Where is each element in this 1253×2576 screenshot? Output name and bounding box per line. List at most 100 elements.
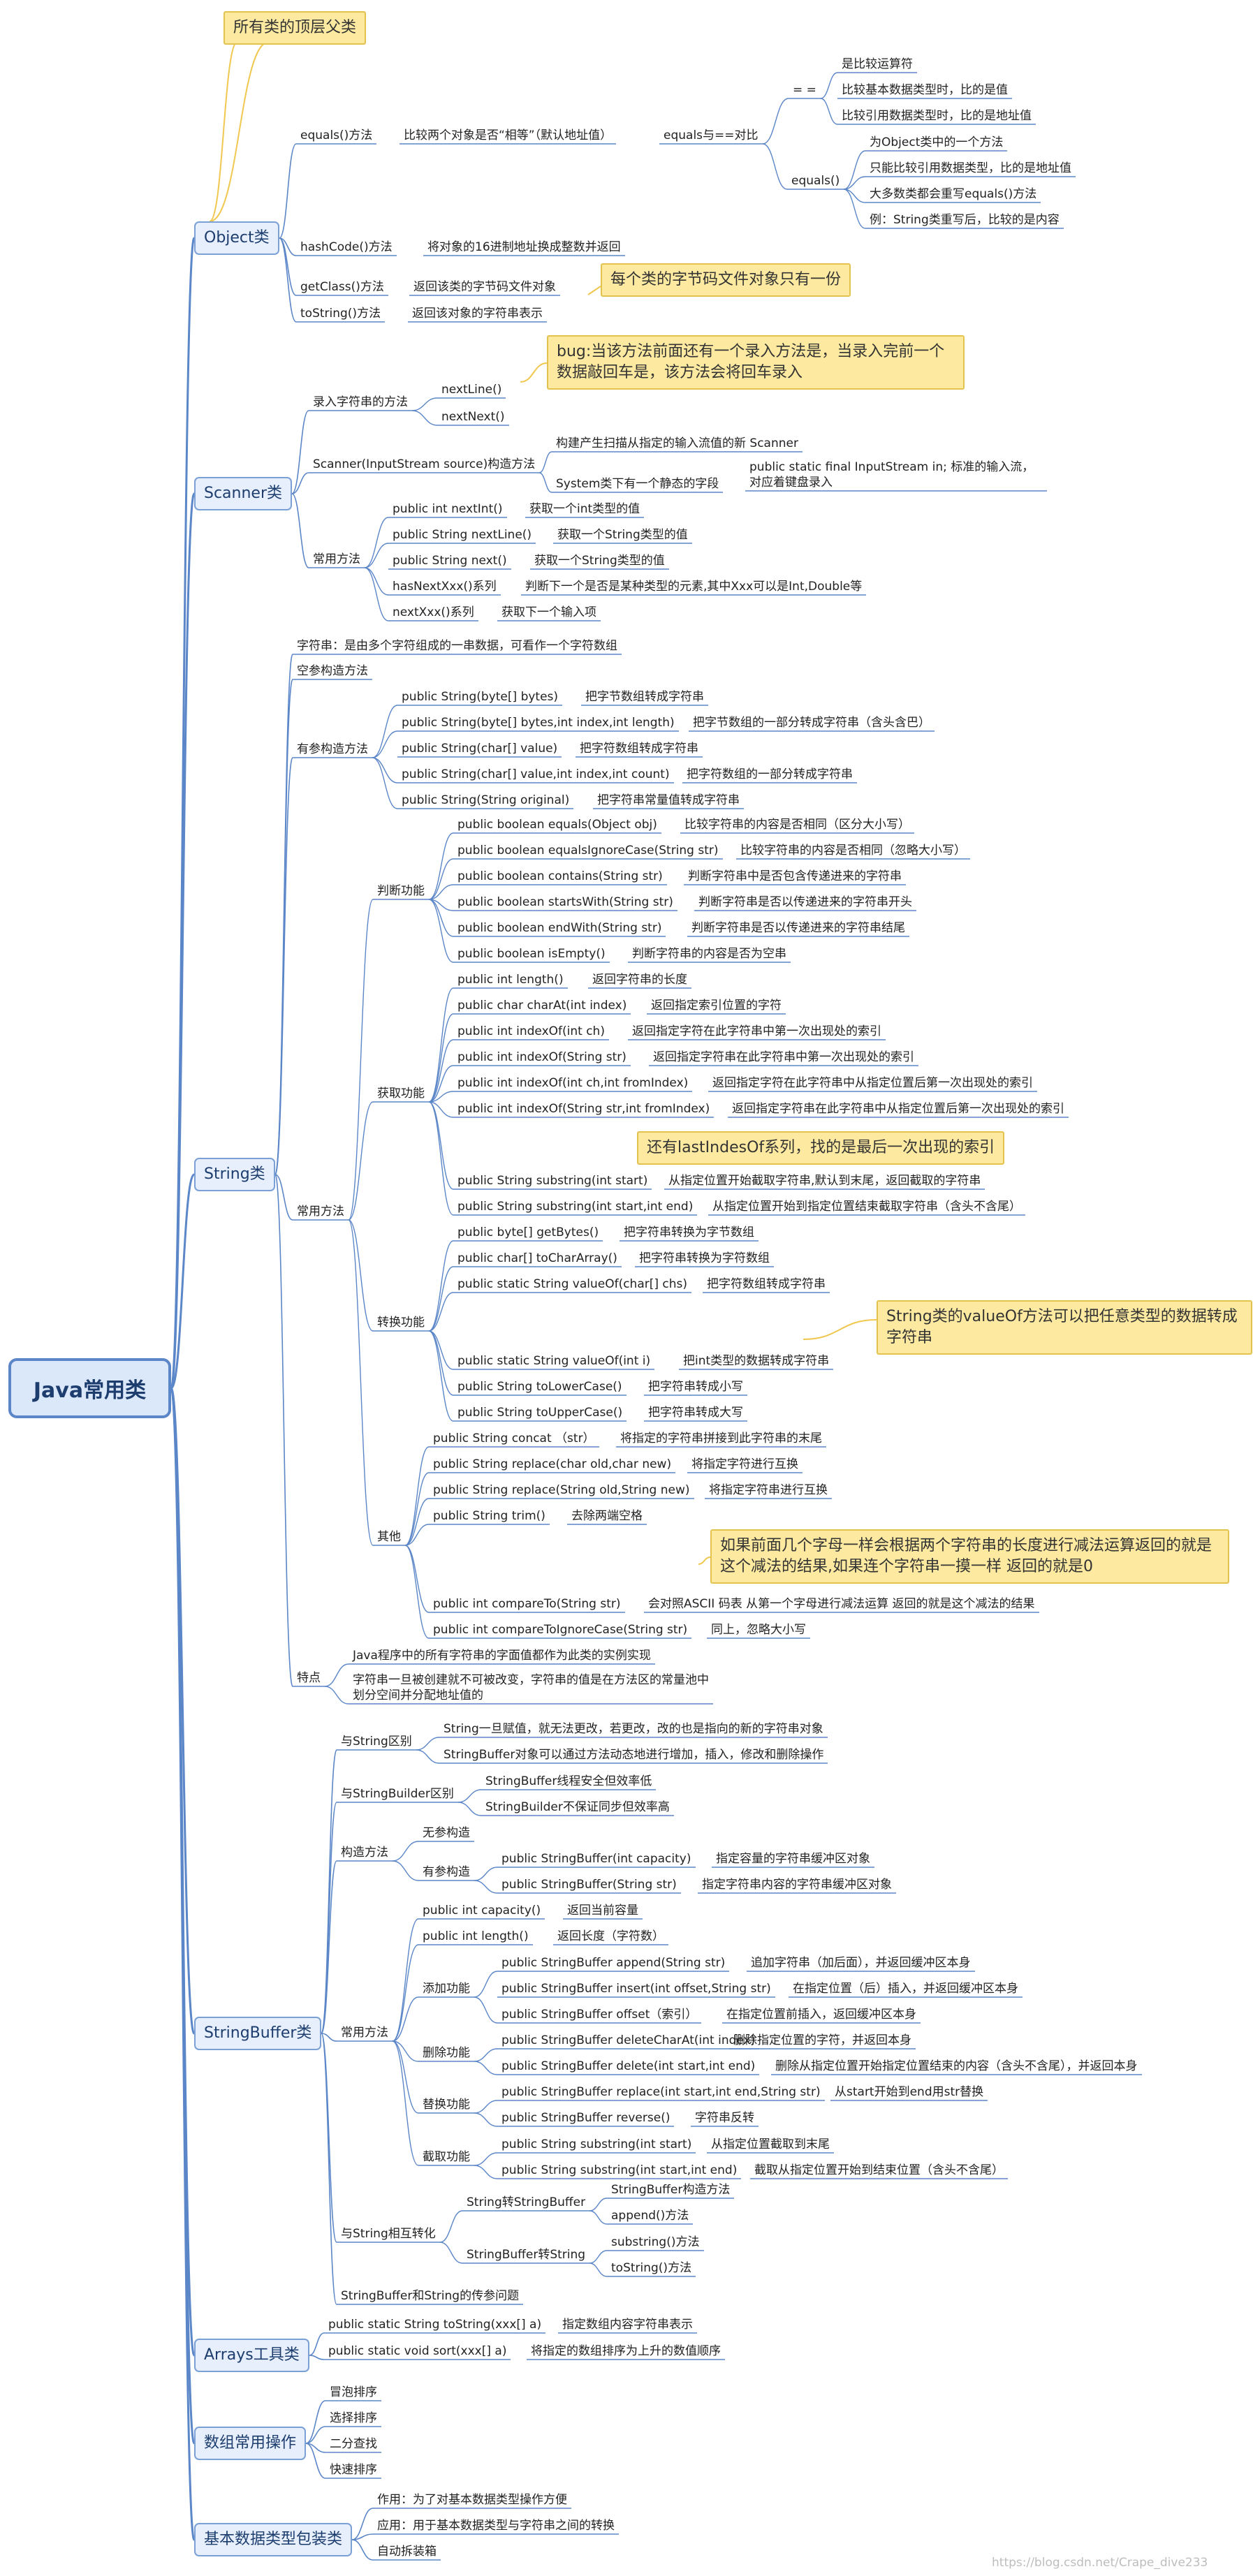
connector bbox=[698, 1556, 711, 1565]
object-equals-desc: 比较两个对象是否“相等”（默认地址值） bbox=[404, 128, 613, 142]
string-ctor: public String(byte[] bytes) bbox=[402, 690, 559, 704]
connector bbox=[428, 1240, 454, 1332]
scanner-input-item: nextNext() bbox=[441, 410, 505, 424]
sb-ctor-desc: 指定字符串内容的字符串缓冲区对象 bbox=[702, 1878, 892, 1892]
connector bbox=[474, 1880, 498, 1894]
string-judge-desc: 判断字符串是否以传递进来的字符串开头 bbox=[698, 895, 912, 909]
string-ctor: public String(char[] value) bbox=[402, 742, 558, 756]
string-convert-method: public static String valueOf(char[] chs) bbox=[457, 1277, 688, 1291]
string-other-desc: 会对照ASCII 码表 从第一个字母进行减法运算 返回的就是这个减法的结果 bbox=[648, 1597, 1035, 1611]
string-other-label: 其他 bbox=[377, 1530, 401, 1544]
connector bbox=[309, 2332, 325, 2356]
scanner-method: public String next() bbox=[393, 554, 507, 568]
string-ctor: public String(String original) bbox=[402, 793, 570, 807]
connector bbox=[392, 1841, 419, 1862]
stringbuffer-class-node[interactable]: StringBuffer类 bbox=[194, 2017, 322, 2050]
object-eqeq-item: 比较基本数据类型时，比的是值 bbox=[842, 83, 1008, 97]
sb-rep-desc: 字符串反转 bbox=[695, 2111, 754, 2125]
object-equals-method-item: 例：String类重写后，比较的是内容 bbox=[870, 213, 1060, 227]
connector bbox=[762, 98, 789, 145]
sb-common-label: 常用方法 bbox=[341, 2026, 388, 2040]
connector bbox=[428, 1101, 454, 1118]
connector bbox=[279, 143, 297, 239]
string-convert-desc: 把int类型的数据转成字符串 bbox=[683, 1354, 830, 1368]
sb-add-desc: 在指定位置（后）插入，并返回缓冲区本身 bbox=[793, 1982, 1018, 1996]
string-class-node[interactable]: String类 bbox=[194, 1158, 275, 1191]
string-convert-method: public static String valueOf(int i) bbox=[457, 1354, 651, 1368]
connector bbox=[364, 517, 389, 568]
string-get-label: 获取功能 bbox=[377, 1087, 425, 1101]
scanner-class-node[interactable]: Scanner类 bbox=[194, 477, 293, 510]
connector bbox=[474, 2112, 498, 2127]
wrapper-item: 作用：为了对基本数据类型操作方便 bbox=[377, 2493, 567, 2507]
connector bbox=[364, 543, 389, 568]
string-convert-label: 转换功能 bbox=[377, 1316, 425, 1330]
sb-del-method: public StringBuffer delete(int start,int… bbox=[501, 2059, 756, 2073]
connector bbox=[321, 2033, 337, 2305]
object-equals-method-item: 大多数类都会重写equals()方法 bbox=[870, 187, 1037, 201]
string-judge-method: public boolean equals(Object obj) bbox=[457, 818, 657, 832]
string-ctor-desc: 把字符串常量值转成字符串 bbox=[597, 793, 740, 807]
object-class-node[interactable]: Object类 bbox=[194, 221, 279, 255]
wrapper-class-node[interactable]: 基本数据类型包装类 bbox=[194, 2523, 353, 2556]
scanner-ctor-label: Scanner(InputStream source)构造方法 bbox=[313, 457, 536, 471]
string-ctor-desc: 把字符数组的一部分转成字符串 bbox=[687, 767, 853, 781]
sb-vs-builder-item: StringBuilder不保证同步但效率高 bbox=[485, 1800, 670, 1814]
connector bbox=[520, 362, 548, 383]
connector bbox=[589, 2262, 608, 2277]
sb-sub-method: public String substring(int start) bbox=[501, 2137, 692, 2151]
connector bbox=[474, 1971, 498, 1998]
sb-conv-label: 与String相互转化 bbox=[341, 2227, 436, 2241]
connector bbox=[428, 987, 454, 1103]
string-judge-desc: 比较字符串的内容是否相同（区分大小写） bbox=[684, 818, 910, 832]
string-other-method: public String replace(String old,String … bbox=[433, 1483, 690, 1497]
connector bbox=[305, 2400, 326, 2444]
sb-vs-string-item: StringBuffer对象可以通过方法动态地进行增加，插入，修改和删除操作 bbox=[444, 1748, 824, 1762]
connector bbox=[428, 1101, 454, 1216]
scanner-method: public int nextInt() bbox=[393, 502, 503, 516]
scanner-method-desc: 判断下一个是否是某种类型的元素,其中Xxx可以是Int,Double等 bbox=[525, 580, 863, 594]
array-op-item: 冒泡排序 bbox=[330, 2385, 377, 2399]
object-eqeq-item: 比较引用数据类型时，比的是地址值 bbox=[842, 109, 1032, 123]
sb-vs-builder-label: 与StringBuilder区别 bbox=[341, 1787, 454, 1801]
sb-ctor-method: public StringBuffer(int capacity) bbox=[501, 1852, 691, 1866]
object-tostring-label: toString()方法 bbox=[300, 307, 381, 321]
connector bbox=[843, 189, 866, 229]
connector bbox=[843, 150, 866, 190]
sb-sub-desc: 从指定位置截取到末尾 bbox=[711, 2137, 830, 2151]
sb-method-desc: 返回当前容量 bbox=[567, 1904, 638, 1918]
sb-method: public int capacity() bbox=[423, 1904, 541, 1918]
connector bbox=[321, 1802, 337, 2034]
sb-add-label: 添加功能 bbox=[423, 1982, 470, 1996]
connector bbox=[274, 1174, 293, 1687]
string-other-method: public String trim() bbox=[433, 1509, 545, 1523]
array-op-item: 选择排序 bbox=[330, 2411, 377, 2425]
string-judge-label: 判断功能 bbox=[377, 884, 425, 898]
scanner-method-desc: 获取下一个输入项 bbox=[501, 605, 596, 619]
arrays-class-node[interactable]: Arrays工具类 bbox=[194, 2339, 309, 2372]
connector bbox=[762, 143, 788, 190]
connector bbox=[279, 237, 297, 323]
scanner-ctor-item: 构建产生扫描从指定的输入流值的新 Scanner bbox=[556, 436, 798, 450]
array-ops-node[interactable]: 数组常用操作 bbox=[194, 2427, 307, 2460]
connector bbox=[589, 2250, 608, 2264]
connector bbox=[474, 1996, 498, 2024]
string-other-desc: 同上，忽略大小写 bbox=[711, 1623, 806, 1637]
connector bbox=[428, 832, 454, 900]
arrays-desc: 将指定的数组排序为上升的数值顺序 bbox=[531, 2344, 721, 2358]
connector bbox=[291, 410, 309, 494]
connector bbox=[392, 2040, 419, 2166]
connector bbox=[274, 1174, 293, 1221]
string-get-method: public char charAt(int index) bbox=[457, 999, 627, 1013]
root-node[interactable]: Java常用类 bbox=[8, 1358, 171, 1418]
connector bbox=[474, 2152, 498, 2166]
connector bbox=[170, 1387, 196, 2541]
connector bbox=[170, 492, 196, 1390]
sb-add-method: public StringBuffer append(String str) bbox=[501, 1956, 726, 1970]
connector bbox=[428, 1330, 454, 1396]
string-common-label: 常用方法 bbox=[297, 1205, 344, 1219]
connector bbox=[321, 2033, 337, 2243]
string-get-desc: 从指定位置开始到指定位置结束截取字符串（含头不含尾） bbox=[712, 1200, 1021, 1214]
connector bbox=[474, 2061, 498, 2075]
